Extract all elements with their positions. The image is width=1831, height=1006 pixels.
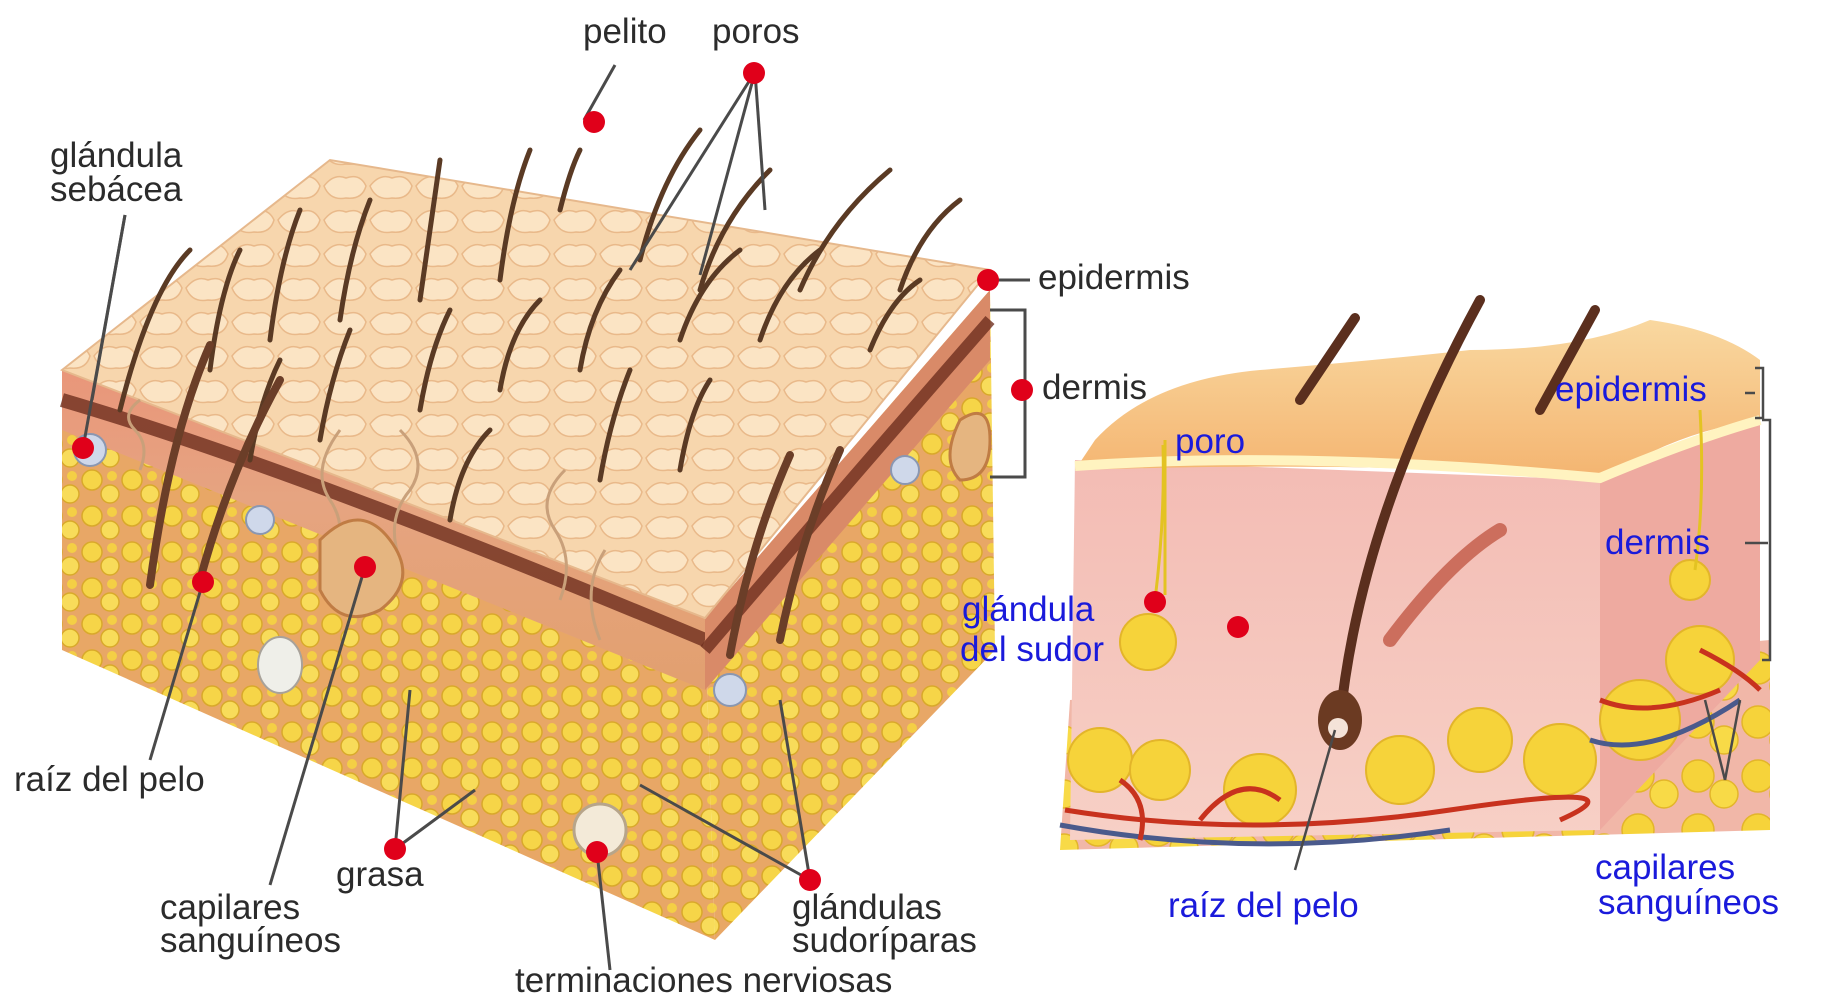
label-glandulas-sudoriparas-line2: sudoríparas [792, 923, 977, 959]
label-right-capilares-line1: capilares [1595, 850, 1735, 886]
label-glandula-sebacea-line2: sebácea [50, 172, 182, 208]
label-right-glandula-line2: del sudor [960, 632, 1104, 668]
label-capilares-line2: sanguíneos [160, 923, 341, 959]
label-right-capilares-line2: sanguíneos [1598, 885, 1779, 921]
label-right-raiz-del-pelo: raíz del pelo [1168, 888, 1359, 924]
label-right-epidermis: epidermis [1555, 372, 1707, 408]
label-right-dermis: dermis [1605, 525, 1710, 561]
label-pelito: pelito [583, 14, 667, 50]
label-raiz-del-pelo: raíz del pelo [14, 762, 205, 798]
label-glandula-sebacea-line1: glándula [50, 138, 182, 174]
label-grasa: grasa [336, 857, 424, 893]
label-right-poro: poro [1175, 424, 1245, 460]
label-terminaciones-nerviosas: terminaciones nerviosas [515, 963, 892, 999]
label-right-glandula-line1: glándula [962, 592, 1094, 628]
label-dermis: dermis [1042, 370, 1147, 406]
label-epidermis: epidermis [1038, 260, 1190, 296]
label-poros: poros [712, 14, 800, 50]
